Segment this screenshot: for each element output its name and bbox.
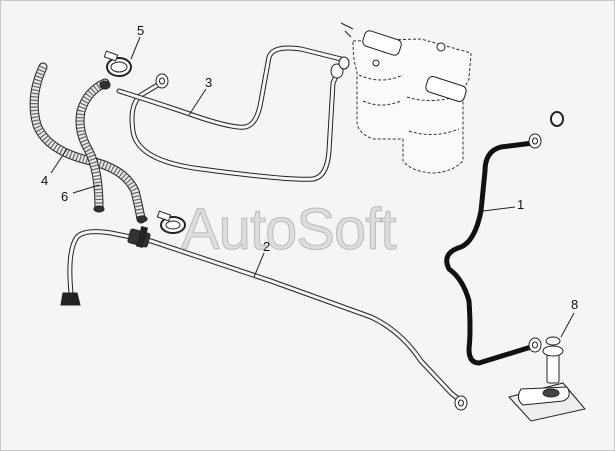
callout-4: 4 (41, 173, 48, 188)
clamp-part-5-top (103, 50, 132, 77)
hose-part-6 (75, 78, 111, 213)
leader-lines (50, 36, 575, 338)
callout-1: 1 (517, 197, 524, 212)
fitting-part-8 (508, 336, 586, 422)
fuel-filter-assembly (340, 22, 472, 174)
callout-5: 5 (137, 23, 144, 38)
hose-part-1 (444, 111, 564, 366)
clamp-part-5-bottom (156, 210, 186, 234)
callout-8: 8 (571, 297, 578, 312)
callout-3: 3 (205, 75, 212, 90)
callout-2: 2 (263, 239, 270, 254)
line-part-2 (60, 225, 468, 411)
line-part-3 (116, 45, 350, 182)
callout-6: 6 (61, 189, 68, 204)
